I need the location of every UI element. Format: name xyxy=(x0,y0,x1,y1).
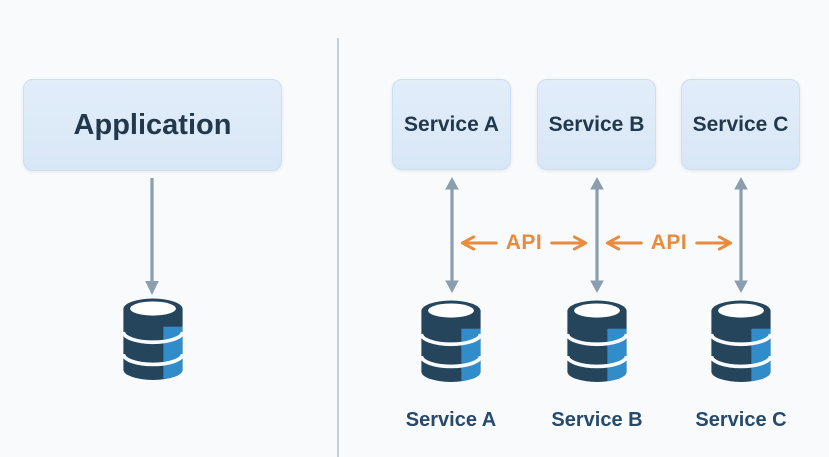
database-icon xyxy=(704,299,778,385)
database-label-service-a: Service A xyxy=(405,409,497,431)
service-c-box-label: Service C xyxy=(692,112,789,136)
application-box-label: Application xyxy=(73,108,232,141)
arrow-down-icon xyxy=(145,178,159,295)
arrow-left-icon xyxy=(460,235,498,251)
api-link-b-c: API xyxy=(601,229,737,257)
api-link-a-b: API xyxy=(456,229,592,257)
api-label: API xyxy=(650,231,688,254)
service-a-box: Service A xyxy=(392,79,511,170)
service-a-box-label: Service A xyxy=(404,112,499,136)
database-icon xyxy=(560,299,634,385)
application-box: Application xyxy=(23,79,282,171)
service-b-box-label: Service B xyxy=(548,112,645,136)
database-label-service-b: Service B xyxy=(551,409,643,431)
service-c-box: Service C xyxy=(681,79,800,170)
service-b-box: Service B xyxy=(537,79,656,170)
database-icon xyxy=(414,299,488,385)
arrow-left-icon xyxy=(605,235,643,251)
api-label: API xyxy=(505,231,543,254)
panel-divider xyxy=(337,38,339,457)
database-label-service-c: Service C xyxy=(695,409,787,431)
database-icon xyxy=(116,297,190,383)
arrow-right-icon xyxy=(550,235,588,251)
arrow-right-icon xyxy=(695,235,733,251)
